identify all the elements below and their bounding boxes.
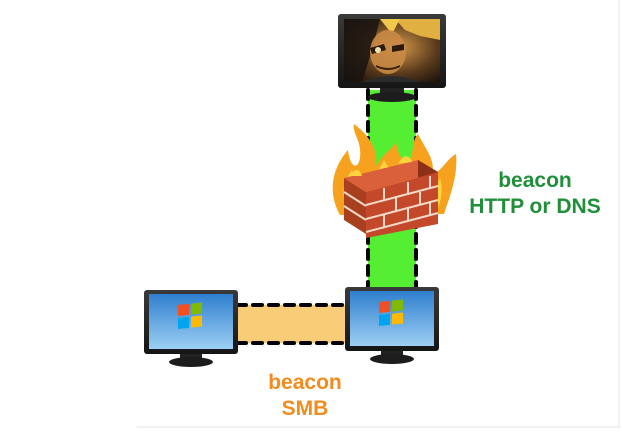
windows-logo-icon xyxy=(178,302,202,329)
http-label-line1: beacon xyxy=(498,169,572,192)
windows-logo-icon xyxy=(379,299,403,326)
smb-link xyxy=(235,303,349,345)
top-monitor-stand xyxy=(380,88,404,94)
left-host-monitor xyxy=(144,290,238,367)
firewall-icon xyxy=(332,124,457,238)
top-monitor xyxy=(338,14,446,102)
smb-link-band xyxy=(237,305,347,343)
http-label-line2: HTTP or DNS xyxy=(469,195,601,218)
http-dns-beacon-label: beacon HTTP or DNS xyxy=(455,168,615,220)
smb-label-line2: SMB xyxy=(281,397,329,420)
top-monitor-base xyxy=(368,92,416,102)
smb-label-line1: beacon xyxy=(268,371,342,394)
smb-beacon-label: beacon SMB xyxy=(225,370,385,422)
right-host-monitor xyxy=(345,287,439,364)
